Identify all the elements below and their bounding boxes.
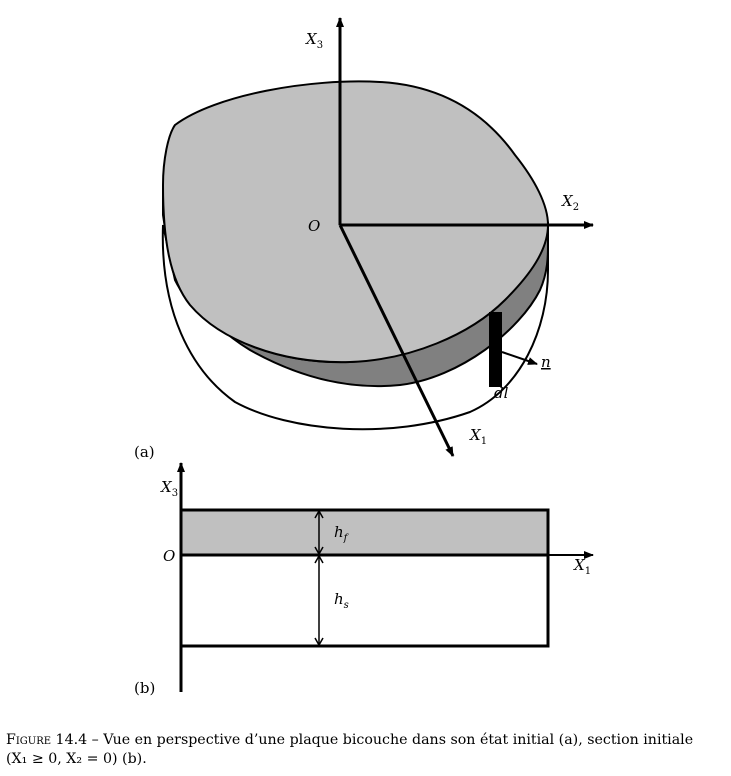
panel-a: X3 X2 X1 O n dl (a) [134,17,594,461]
hs-label: hs [334,590,349,611]
panel-b-label: (b) [134,679,155,697]
substrate-layer [179,553,550,648]
axis-x1-label-a: X1 [469,426,487,447]
axis-x3-label-a: X3 [305,30,323,51]
dl-label: dl [494,384,509,402]
caption-prefix: Figure 14.4 [6,732,88,748]
film-layer [179,508,550,557]
hf-label: hf [334,523,350,544]
axis-x2-label-a: X2 [561,192,579,213]
normal-arrow [501,351,538,365]
caption-line2: (X₁ ≥ 0, X₂ = 0) (b). [6,751,147,767]
dl-element [489,312,502,387]
normal-label: n [541,353,551,371]
axis-x3-label-b: X3 [160,478,178,499]
axis-x1-a [338,224,455,457]
figure-caption: Figure 14.4 – Vue en perspective d’une p… [6,731,728,769]
axis-x1-label-b: X1 [573,556,591,577]
panel-b: X3 X1 O hf hs (b) [134,462,594,697]
origin-label-a: O [308,217,320,235]
caption-text: – Vue en perspective d’une plaque bicouc… [87,732,694,748]
bilayer-plate-figure: X3 X2 X1 O n dl (a) X3 X1 [134,17,594,697]
film-top [161,80,550,364]
origin-label-b: O [163,547,175,565]
panel-a-label: (a) [134,443,155,461]
